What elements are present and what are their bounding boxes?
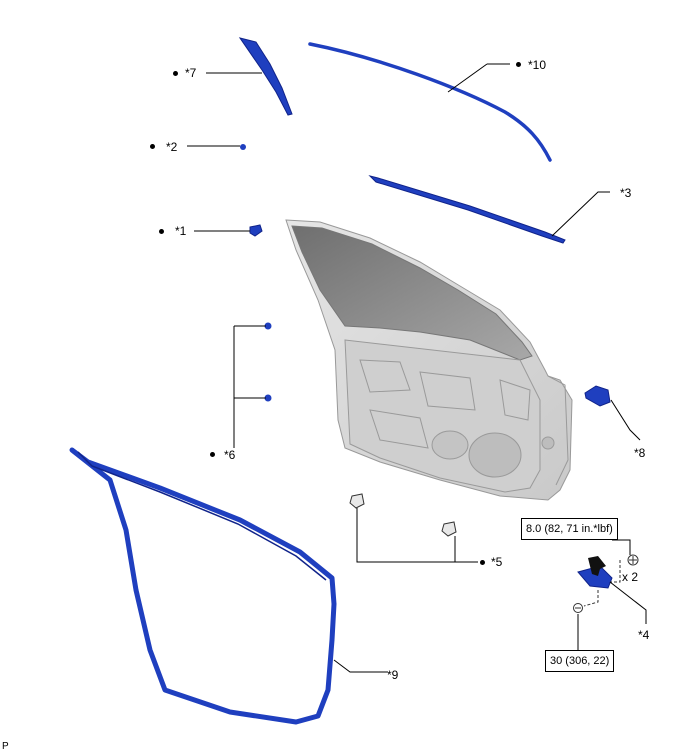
callout-2: *2 — [166, 140, 178, 154]
bullet-2 — [150, 144, 155, 149]
part-9-weatherstrip — [69, 447, 337, 725]
callout-8: *8 — [634, 446, 646, 460]
part-6-dot-upper — [264, 322, 272, 330]
callout-1: *1 — [175, 224, 187, 238]
bullet-7 — [173, 71, 178, 76]
bullet-10 — [516, 62, 521, 67]
bullet-1 — [159, 229, 164, 234]
part-3-molding — [368, 175, 566, 244]
callout-4: *4 — [638, 628, 650, 642]
bolt-upper — [627, 554, 639, 566]
part-2-clip — [240, 144, 246, 150]
part-10-strip — [308, 42, 552, 162]
bolt-lower — [573, 603, 583, 613]
callout-3: *3 — [620, 186, 632, 200]
leader-lines — [187, 63, 647, 673]
callout-7: *7 — [185, 66, 197, 80]
bullet-6 — [210, 452, 215, 457]
callout-5: *5 — [491, 555, 503, 569]
part-5-clip-left — [349, 493, 365, 509]
corner-mark: P — [2, 741, 9, 752]
part-7-strip — [238, 37, 293, 116]
door-glass — [291, 225, 533, 361]
torque-spec-upper: 8.0 (82, 71 in.*lbf) — [521, 518, 618, 540]
part-5-clip-right — [441, 521, 457, 537]
torque-spec-lower: 30 (306, 22) — [545, 650, 615, 672]
quantity-label: x 2 — [622, 570, 639, 584]
callout-6: *6 — [224, 448, 236, 462]
callout-9: *9 — [387, 668, 399, 682]
part-9-weatherstrip-inner — [77, 451, 327, 581]
part-1-piece — [249, 224, 263, 237]
arrow-indicator — [588, 556, 606, 576]
part-6-dot-lower — [264, 394, 272, 402]
door-inner-details — [344, 339, 569, 493]
callout-10: *10 — [528, 58, 547, 72]
dashed-guide — [583, 560, 621, 607]
part-8-bracket — [584, 385, 611, 407]
bullet-5 — [480, 560, 485, 565]
